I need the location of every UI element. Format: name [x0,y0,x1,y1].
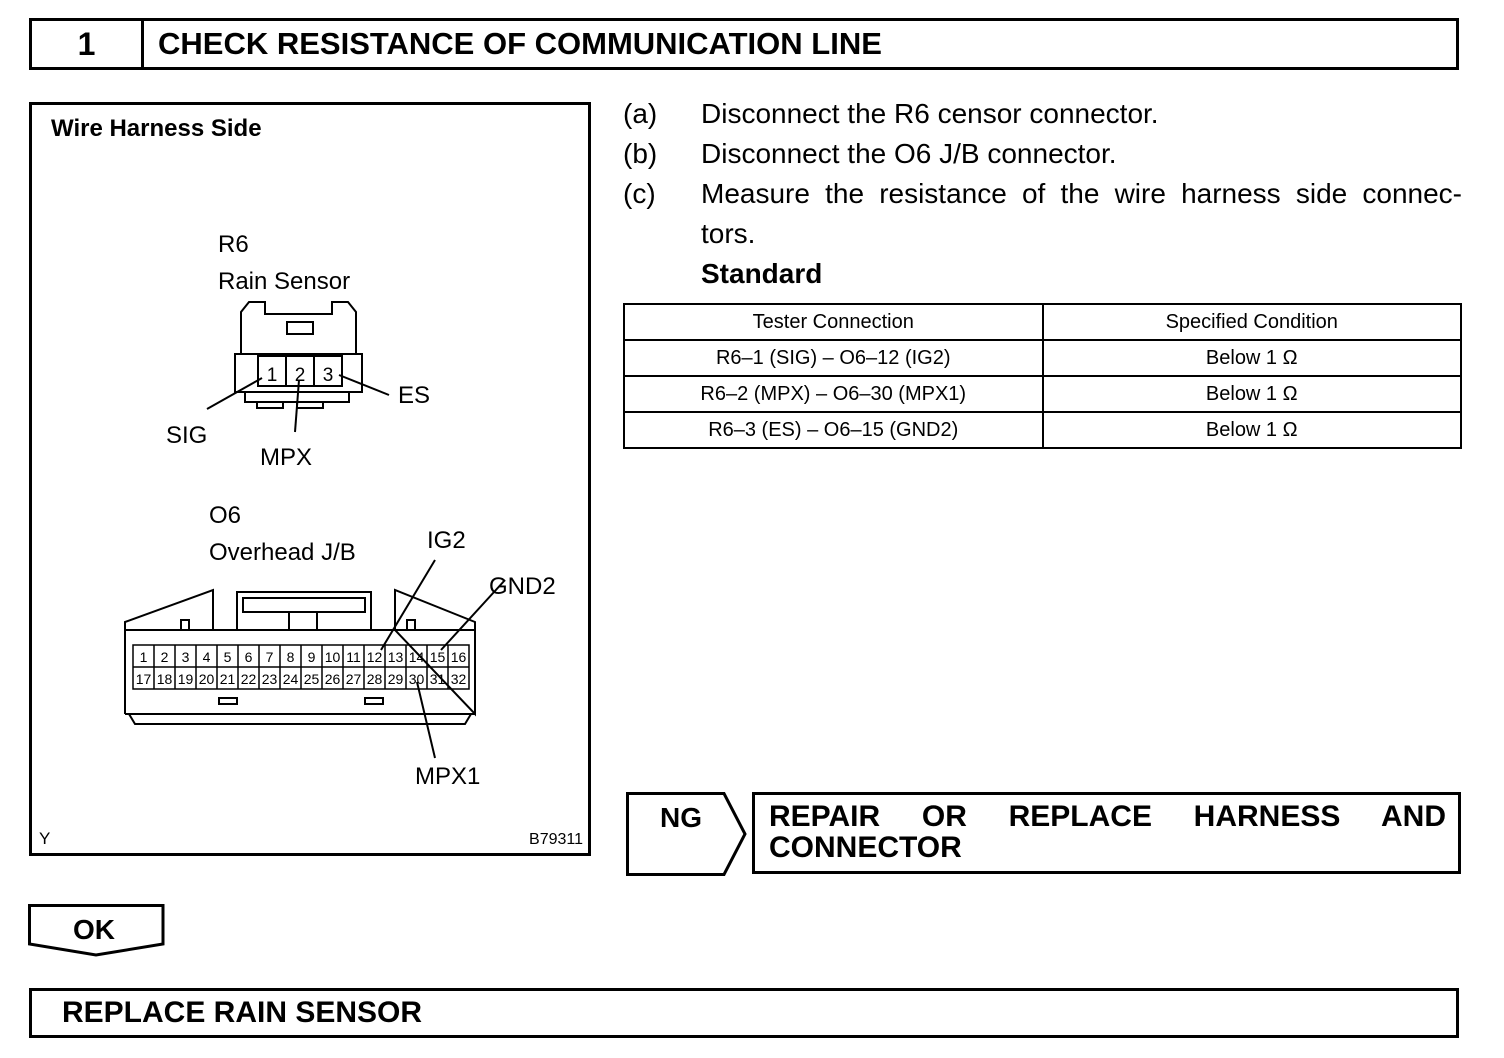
standard-label: Standard [701,258,823,289]
o6-label-mpx1: MPX1 [415,763,480,790]
table-header-condition: Specified Condition [1041,303,1462,341]
ng-action-line2: CONNECTOR [769,831,962,864]
table-row: R6–3 (ES) – O6–15 (GND2) Below 1 Ω [623,411,1462,449]
o6-pin-22: 22 [241,671,257,687]
step-title: CHECK RESISTANCE OF COMMUNICATION LINE [158,26,882,61]
step-c-label: (c) [623,178,656,209]
r6-pin-2: 2 [295,365,306,386]
step-c-line2: tors. [701,218,756,249]
final-action: REPLACE RAIN SENSOR [29,988,1459,1038]
table-cell: Below 1 Ω [1041,339,1462,377]
o6-pin-8: 8 [287,649,295,665]
o6-connector-shape [124,588,476,725]
o6-pin-2: 2 [161,649,169,665]
step-b-text: Disconnect the O6 J/B connector. [701,138,1117,169]
r6-leader-lines [206,374,390,433]
o6-pin-11: 11 [346,649,361,665]
o6-pin-20: 20 [199,671,215,687]
r6-label-mpx: MPX [260,444,312,471]
o6-pin-9: 9 [308,649,316,665]
r6-connector-shape [234,301,363,409]
step-a-text: Disconnect the R6 censor connector. [701,98,1159,129]
o6-pin-30: 30 [409,671,425,687]
r6-pin-3: 3 [323,365,334,386]
table-cell: R6–1 (SIG) – O6–12 (IG2) [623,339,1044,377]
table-cell: Below 1 Ω [1041,411,1462,449]
o6-pin-32: 32 [451,671,467,687]
o6-pin-31: 31 [430,671,446,687]
o6-pin-4: 4 [203,649,211,665]
r6-label-sig: SIG [166,422,207,449]
ng-action-line1: REPAIR OR REPLACE HARNESS AND [769,800,1446,833]
o6-pin-24: 24 [283,671,299,687]
step-c-line1: Measure the resistance of the wire harne… [701,178,1462,209]
step-number: 1 [32,21,144,67]
r6-name: Rain Sensor [218,268,350,295]
o6-pin-17: 17 [136,671,152,687]
o6-pin-21: 21 [220,671,236,687]
o6-pin-27: 27 [346,671,362,687]
o6-pin-14: 14 [409,649,425,665]
r6-pin-1: 1 [267,365,278,386]
o6-pin-6: 6 [245,649,253,665]
ok-arrow-shape: OK [28,904,165,957]
ng-label: NG [660,802,702,833]
ok-arrow-box: OK [28,904,166,963]
ok-label: OK [73,914,115,945]
r6-label-es: ES [398,382,430,409]
wiring-diagram: Wire Harness Side R6 Rain Sensor 1 2 3 S… [29,102,591,856]
o6-name: Overhead J/B [209,539,356,566]
ng-action: REPAIR OR REPLACE HARNESS AND CONNECTOR [752,792,1461,874]
table-row: R6–1 (SIG) – O6–12 (IG2) Below 1 Ω [623,339,1462,377]
ng-arrow-box: NG [626,792,748,881]
connector-illustration: Wire Harness Side R6 Rain Sensor 1 2 3 S… [39,115,583,848]
o6-pin-10: 10 [325,649,341,665]
o6-pin-7: 7 [266,649,274,665]
table-cell: Below 1 Ω [1041,375,1462,413]
o6-code: O6 [209,502,241,529]
o6-pin-13: 13 [388,649,404,665]
table-row: R6–2 (MPX) – O6–30 (MPX1) Below 1 Ω [623,375,1462,413]
step-header: 1 CHECK RESISTANCE OF COMMUNICATION LINE [29,18,1459,70]
o6-pin-3: 3 [182,649,190,665]
r6-code: R6 [218,231,249,258]
o6-pin-25: 25 [304,671,320,687]
step-a-label: (a) [623,98,658,129]
table-cell: R6–3 (ES) – O6–15 (GND2) [623,411,1044,449]
o6-pin-16: 16 [451,649,467,665]
spec-table: Tester Connection Specified Condition R6… [623,303,1462,449]
table-header-row: Tester Connection Specified Condition [623,303,1462,341]
o6-pin-19: 19 [178,671,194,687]
ng-arrow-shape: NG [626,792,747,876]
o6-pin-5: 5 [224,649,232,665]
o6-pin-29: 29 [388,671,404,687]
o6-pin-18: 18 [157,671,173,687]
o6-pin-28: 28 [367,671,383,687]
o6-pin-1: 1 [140,649,148,665]
o6-pin-15: 15 [430,649,446,665]
figure-id: B79311 [529,831,583,848]
corner-label: Y [39,829,50,848]
o6-pin-26: 26 [325,671,341,687]
o6-pin-12: 12 [367,649,383,665]
o6-label-ig2: IG2 [427,527,466,554]
table-cell: R6–2 (MPX) – O6–30 (MPX1) [623,375,1044,413]
diagram-heading: Wire Harness Side [51,115,262,142]
table-header-tester: Tester Connection [623,303,1044,341]
o6-pin-23: 23 [262,671,278,687]
step-b-label: (b) [623,138,658,169]
o6-leader-lines [380,559,506,759]
